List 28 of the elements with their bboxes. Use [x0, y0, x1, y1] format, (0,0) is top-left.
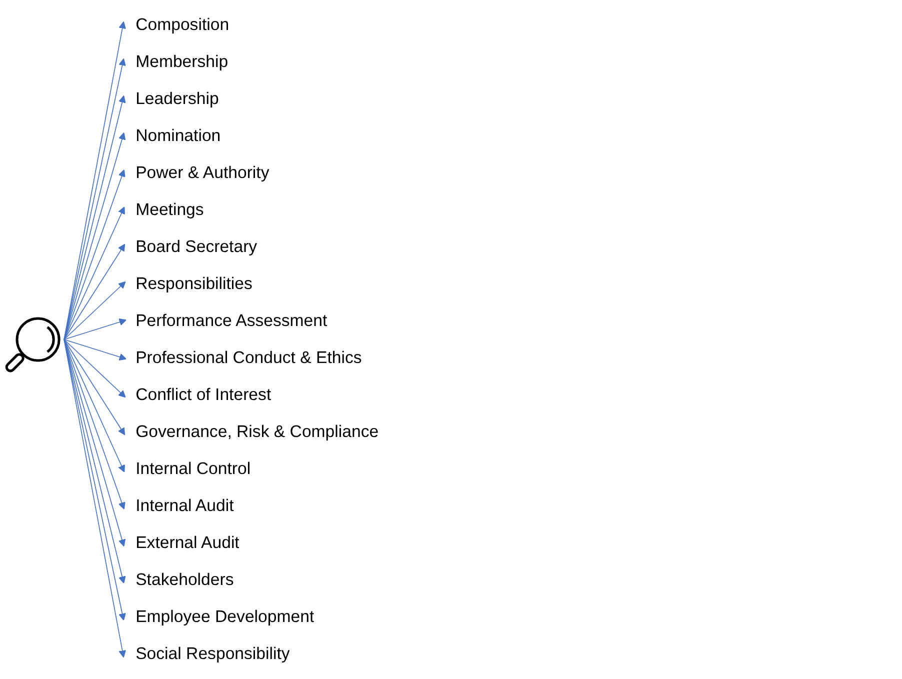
topic-text: Employee Development: [136, 608, 314, 626]
arrow: [64, 318, 127, 340]
topic-text: Conflict of Interest: [136, 386, 272, 404]
arrow: [64, 281, 126, 340]
arrow: [64, 339, 127, 361]
topic-text: Performance Assessment: [136, 312, 328, 330]
magnifier-icon: [4, 317, 60, 374]
topic-text: Meetings: [136, 200, 204, 220]
topic-text: Composition: [136, 16, 230, 34]
topic-text: Internal Audit: [136, 496, 234, 516]
topic-text: Leadership: [136, 90, 219, 108]
topic-text: Membership: [136, 52, 228, 72]
topic-text: Power & Authority: [136, 164, 270, 182]
topic-text: Stakeholders: [136, 570, 234, 590]
topic-text: Nomination: [136, 126, 221, 146]
arrow: [64, 339, 126, 436]
topic-text: Professional Conduct & Ethics: [136, 348, 362, 368]
topic-text: Internal Control: [136, 460, 251, 478]
arrow: [64, 339, 126, 398]
topic-text: Board Secretary: [136, 238, 258, 256]
topic-text: Governance, Risk & Compliance: [136, 422, 379, 442]
arrow: [64, 170, 126, 340]
topic-text: Social Responsibility: [136, 644, 290, 664]
arrow: [64, 339, 126, 547]
arrow: [64, 244, 126, 340]
topic-text: Responsibilities: [136, 274, 252, 294]
arrow: [64, 132, 126, 340]
topic-text: External Audit: [136, 534, 240, 552]
